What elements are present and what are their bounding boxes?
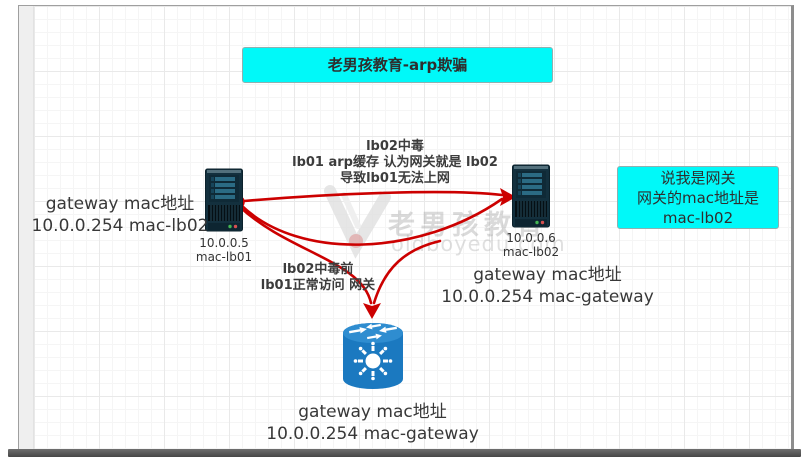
- lb02-arp-label: gateway mac地址 10.0.0.254 mac-gateway: [435, 264, 660, 308]
- lb01-arp-line2: 10.0.0.254 mac-lb02: [31, 216, 209, 236]
- router-top-arrows: [349, 323, 397, 340]
- diagram-title-box[interactable]: 老男孩教育-arp欺骗: [242, 47, 553, 83]
- lb02-node-label: 10.0.0.6 mac-lb02: [493, 231, 569, 259]
- router-sun-rays: [358, 346, 388, 376]
- window-bottom-edge: [8, 449, 801, 457]
- gateway-info-label: gateway mac地址 10.0.0.254 mac-gateway: [255, 401, 490, 445]
- lb01-arp-line1: gateway mac地址: [45, 194, 195, 214]
- server-icon-lb02[interactable]: [512, 163, 550, 229]
- normal-note: lb02中毒前 lb01正常访问 网关: [228, 262, 408, 294]
- spoof-callout-line1: 说我是网关: [660, 169, 736, 187]
- spoof-callout-line3: mac-lb02: [662, 209, 734, 227]
- lb02-ip: 10.0.0.6: [506, 231, 556, 245]
- lb01-node-label: 10.0.0.5 mac-lb01: [186, 236, 262, 264]
- lb01-arp-label: gateway mac地址 10.0.0.254 mac-lb02: [15, 193, 225, 237]
- normal-note-line1: lb02中毒前: [282, 262, 354, 277]
- gateway-info-line1: gateway mac地址: [298, 402, 447, 422]
- lb01-ip: 10.0.0.5: [199, 236, 249, 250]
- diagram-title: 老男孩教育-arp欺骗: [327, 56, 468, 74]
- lb02-mac: mac-lb02: [502, 245, 560, 259]
- canvas-margin-strip: [19, 6, 34, 449]
- lb02-arp-line2: 10.0.0.254 mac-gateway: [441, 287, 654, 307]
- router-sun-dots: [353, 341, 393, 381]
- poisoned-note-line1: lb02中毒: [366, 139, 424, 154]
- gateway-info-line2: 10.0.0.254 mac-gateway: [266, 424, 479, 444]
- poisoned-note-line2: lb01 arp缓存 认为网关就是 lb02: [292, 155, 498, 170]
- spoof-callout-box[interactable]: 说我是网关 网关的mac地址是 mac-lb02: [617, 166, 779, 229]
- lb01-mac: mac-lb01: [195, 250, 253, 264]
- router-icon-gateway[interactable]: [341, 321, 405, 393]
- poisoned-note-line3: 导致lb01无法上网: [340, 171, 450, 186]
- server-icon-lb01[interactable]: [205, 167, 243, 233]
- spoof-callout-line2: 网关的mac地址是: [636, 189, 760, 207]
- lb02-arp-line1: gateway mac地址: [473, 265, 622, 285]
- poisoned-note: lb02中毒 lb01 arp缓存 认为网关就是 lb02 导致lb01无法上网: [270, 139, 520, 187]
- normal-note-line2: lb01正常访问 网关: [260, 278, 376, 293]
